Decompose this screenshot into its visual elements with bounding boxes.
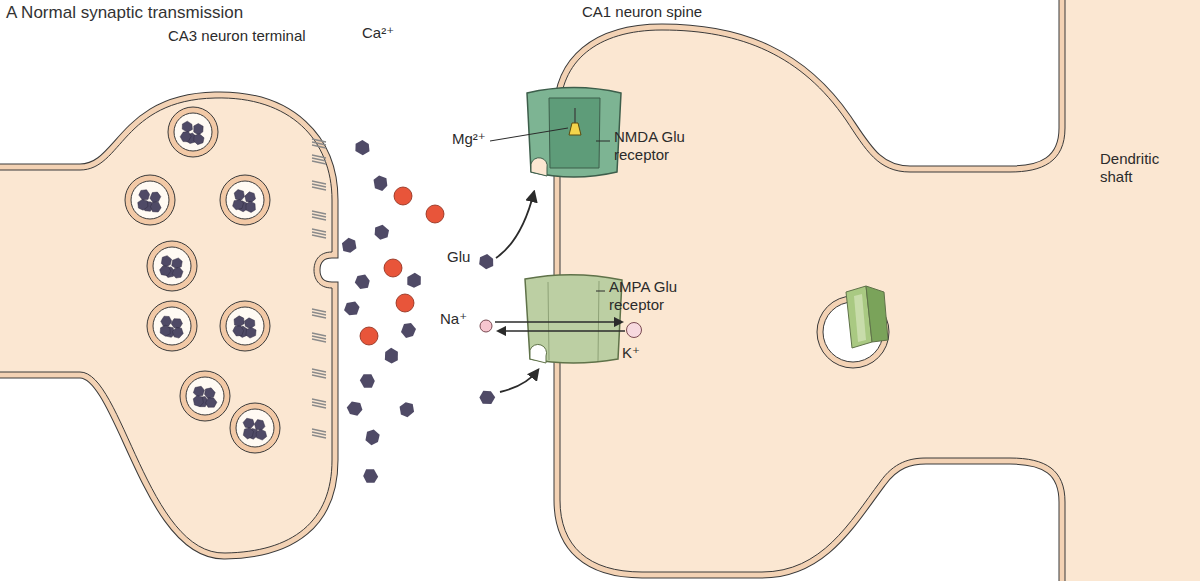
glu-binding-arrows [477,192,538,407]
active-zone [312,309,326,312]
active-zone [312,399,326,402]
synaptic-vesicle [125,175,175,225]
receptor-label: AMPA Glu receptor [609,278,709,313]
synaptic-vesicle [220,301,270,351]
glutamate [360,465,381,486]
active-zone [312,336,326,339]
glutamate [370,173,390,193]
synaptic-vesicle [230,403,280,453]
active-zone [312,432,326,435]
calcium-ion [426,205,444,223]
active-zone [312,211,326,214]
calcium-ion [384,259,402,277]
receptor-label: NMDA Glu receptor [614,128,714,163]
active-zone [312,184,326,187]
active-zone [312,214,326,217]
glutamate [382,346,401,365]
repeated-details [125,107,444,487]
calcium-ion [396,294,414,312]
synaptic-vesicle [180,371,230,421]
glutamate [364,429,381,446]
synaptic-vesicle [220,175,270,225]
glutamate [372,223,391,242]
active-zone [312,333,326,336]
active-zone [312,139,326,142]
synaptic-vesicle [147,241,197,291]
ampa-receptor [525,275,622,363]
active-zone [312,405,326,408]
active-zone [312,339,326,342]
glutamate [401,323,416,338]
ion-label: Na⁺ [440,310,467,328]
active-zone [312,372,326,375]
presynaptic-terminal [0,98,332,553]
ion-label: Ca²⁺ [362,24,394,42]
calcium-ion [394,187,412,205]
active-zone [312,235,326,238]
postsynaptic-spine [560,0,1200,581]
leader-lines [490,128,610,291]
calcium-ion [360,327,378,345]
active-zone [312,229,326,232]
active-zone [312,181,326,184]
active-zone [312,375,326,378]
ion-flux-arrows [480,320,642,338]
cell-label: Dendritic shaft [1100,150,1172,185]
cell-label: CA1 neuron spine [582,3,702,21]
active-zone [312,369,326,372]
glutamate [357,370,378,391]
active-zone [312,315,326,318]
glutamate [352,272,372,292]
active-zone [312,158,326,161]
transmitter-label: Glu [447,248,470,266]
glutamate [397,399,417,419]
panel-title: A Normal synaptic transmission [6,3,243,23]
glutamate [342,298,362,318]
endosome [817,286,889,368]
active-zone [312,429,326,432]
active-zone [312,312,326,315]
active-zone [312,142,326,145]
active-zone [312,402,326,405]
synaptic-vesicle [168,107,218,157]
cell-label: CA3 neuron terminal [168,27,306,45]
active-zone [312,435,326,438]
active-zone [312,232,326,235]
active-zone [312,187,326,190]
glutamate [339,235,359,255]
glutamate [346,400,363,417]
glutamate [354,139,371,156]
active-zone [312,145,326,148]
glutamate [403,270,424,291]
ion-label: K⁺ [622,344,640,362]
ion-label: Mg²⁺ [452,130,486,148]
active-zone [312,155,326,158]
synaptic-vesicle [147,301,197,351]
active-zone [312,161,326,164]
active-zone [312,217,326,220]
